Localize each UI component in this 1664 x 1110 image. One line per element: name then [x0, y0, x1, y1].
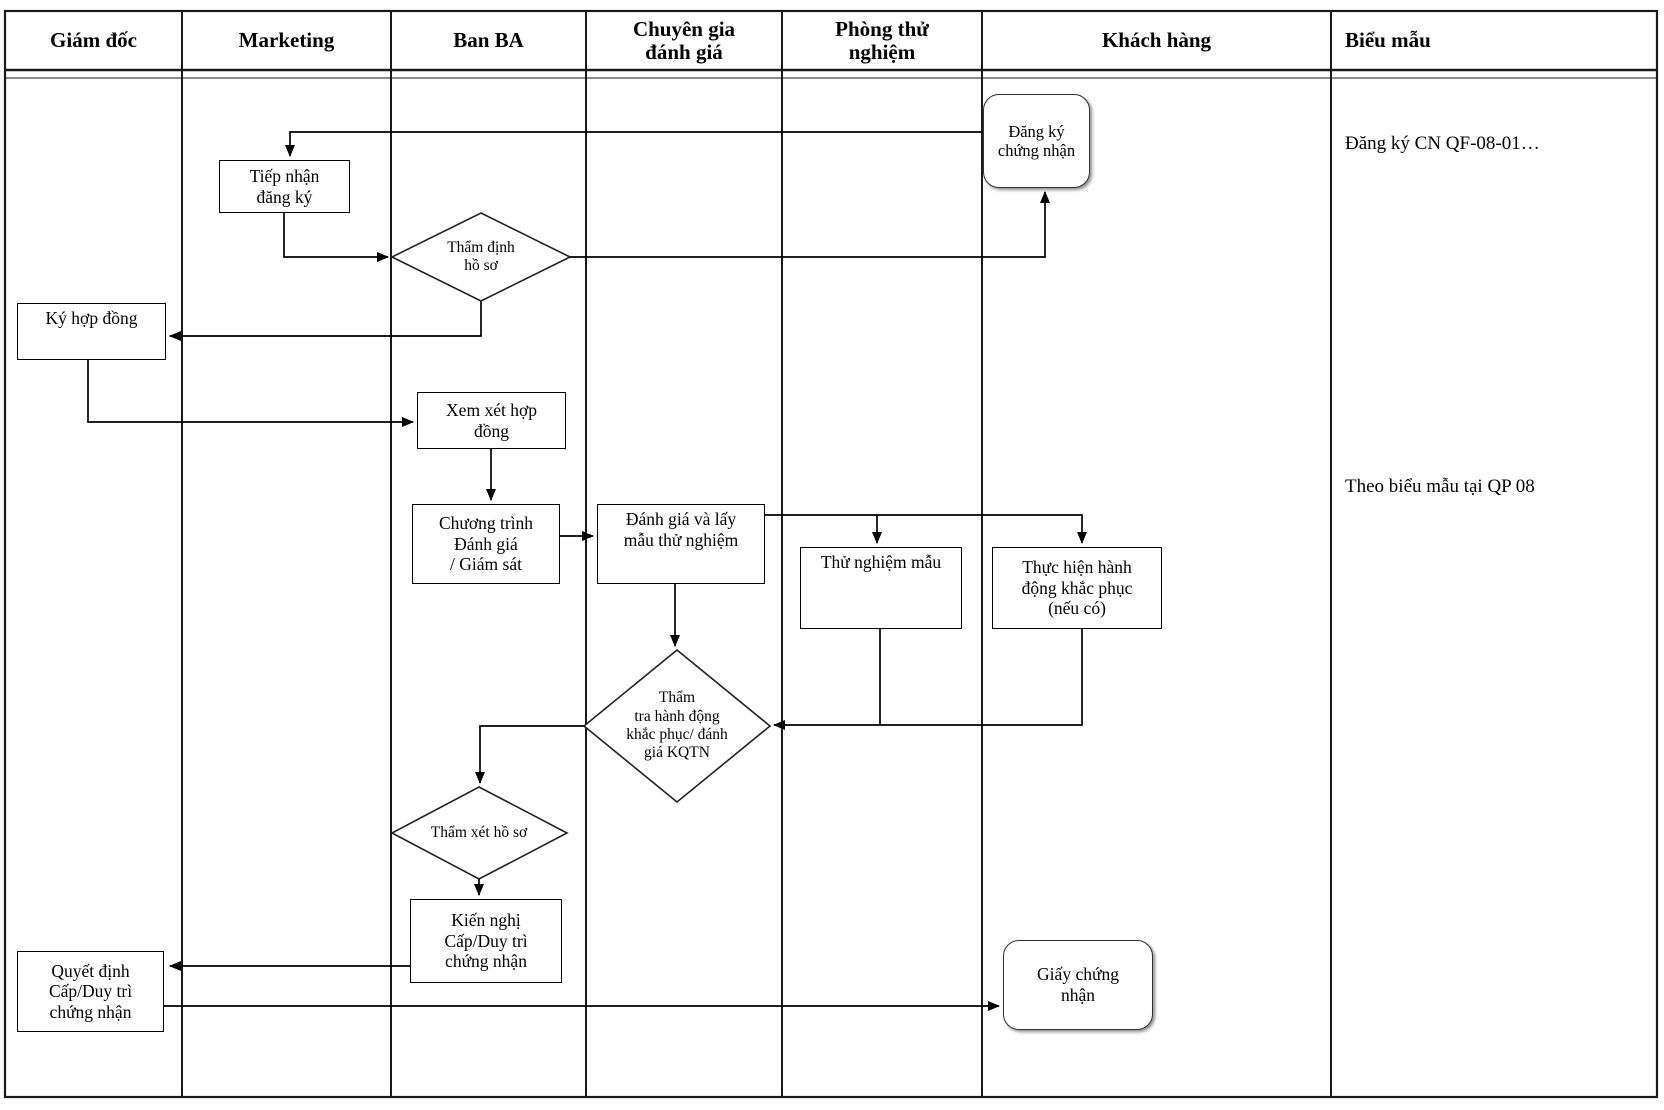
process-thu-nghiem-mau: Thử nghiệm mẫu — [800, 547, 962, 629]
decision-tham-tra-khac-phuc — [582, 648, 772, 804]
node-label: Thử nghiệm mẫu — [820, 552, 942, 572]
connector-thamtra-to-thamxet — [475, 725, 584, 784]
process-kien-nghi-cap: Kiến nghị Cấp/Duy trì chứng nhận — [410, 899, 562, 983]
lane-header-label: Biểu mẫu — [1345, 28, 1431, 53]
lane-header-giam-doc: Giám đốc — [5, 11, 182, 70]
note-form-qp08: Theo biểu mẫu tại QP 08 — [1345, 476, 1535, 497]
node-label: Chương trình Đánh giá / Giám sát — [438, 513, 534, 575]
lane-header-label: Ban BA — [453, 28, 524, 53]
connector-kyhopdong-to-xemxet — [87, 360, 414, 427]
node-label: Quyết định Cấp/Duy trì chứng nhận — [48, 960, 133, 1022]
lane-header-label: Chuyên gia đánh giá — [632, 16, 736, 64]
connector-danhgia-to-thuchien — [765, 514, 1087, 544]
lane-header-label: Marketing — [238, 28, 335, 53]
note-form-dang-ky: Đăng ký CN QF-08-01… — [1345, 133, 1540, 154]
lane-header-marketing: Marketing — [182, 11, 391, 70]
node-label: Tiếp nhận đăng ký — [249, 165, 320, 207]
node-label: Thực hiện hành động khắc phục (nếu có) — [1021, 557, 1133, 619]
lane-header-label: Phòng thử nghiệm — [835, 16, 929, 64]
lane-header-chuyen-gia: Chuyên gia đánh giá — [586, 11, 782, 70]
lane-header-bieu-mau: Biểu mẫu — [1331, 11, 1657, 70]
node-label: Kiến nghị Cấp/Duy trì chứng nhận — [444, 910, 528, 972]
node-label: Ký hợp đồng — [45, 308, 138, 328]
connector-dangky-to-tiepnhan — [285, 131, 983, 157]
process-xem-xet-hop-dong: Xem xét hợp đồng — [417, 392, 566, 449]
terminator-giay-chung-nhan: Giấy chứng nhận — [1003, 940, 1153, 1030]
process-danh-gia-lay-mau: Đánh giá và lấy mẫu thử nghiệm — [597, 504, 765, 584]
connector-thamdinh-to-kyhopdong — [169, 301, 482, 341]
process-tiep-nhan-dang-ky: Tiếp nhận đăng ký — [219, 160, 350, 213]
node-label: Giấy chứng nhận — [1037, 964, 1119, 1005]
terminator-dang-ky-chung-nhan: Đăng ký chứng nhận — [983, 94, 1090, 188]
node-label: Đăng ký chứng nhận — [997, 121, 1076, 160]
process-quyet-dinh-cap: Quyết định Cấp/Duy trì chứng nhận — [17, 951, 164, 1032]
node-label: Đánh giá và lấy mẫu thử nghiệm — [623, 509, 739, 550]
connector-tiepnhan-to-thamdinh — [283, 213, 389, 262]
connector-thuchien-to-thamtra — [773, 629, 1083, 730]
swimlane-grid — [3, 9, 1659, 1099]
lane-header-khach-hang: Khách hàng — [982, 11, 1331, 70]
decision-tham-xet-ho-so — [390, 786, 569, 880]
node-label: Xem xét hợp đồng — [446, 399, 537, 441]
decision-tham-dinh-ho-so — [390, 212, 572, 302]
process-chuong-trinh-danh-gia: Chương trình Đánh giá / Giám sát — [412, 504, 560, 584]
lane-header-label: Giám đốc — [50, 28, 137, 53]
lane-header-ban-ba: Ban BA — [391, 11, 586, 70]
process-thuc-hien-khac-phuc: Thực hiện hành động khắc phục (nếu có) — [992, 547, 1162, 629]
connector-thamdinh-to-dangky — [570, 191, 1050, 258]
process-ky-hop-dong: Ký hợp đồng — [17, 303, 166, 360]
lane-header-phong-thu-nghiem: Phòng thử nghiệm — [782, 11, 982, 70]
lane-header-label: Khách hàng — [1101, 28, 1212, 53]
